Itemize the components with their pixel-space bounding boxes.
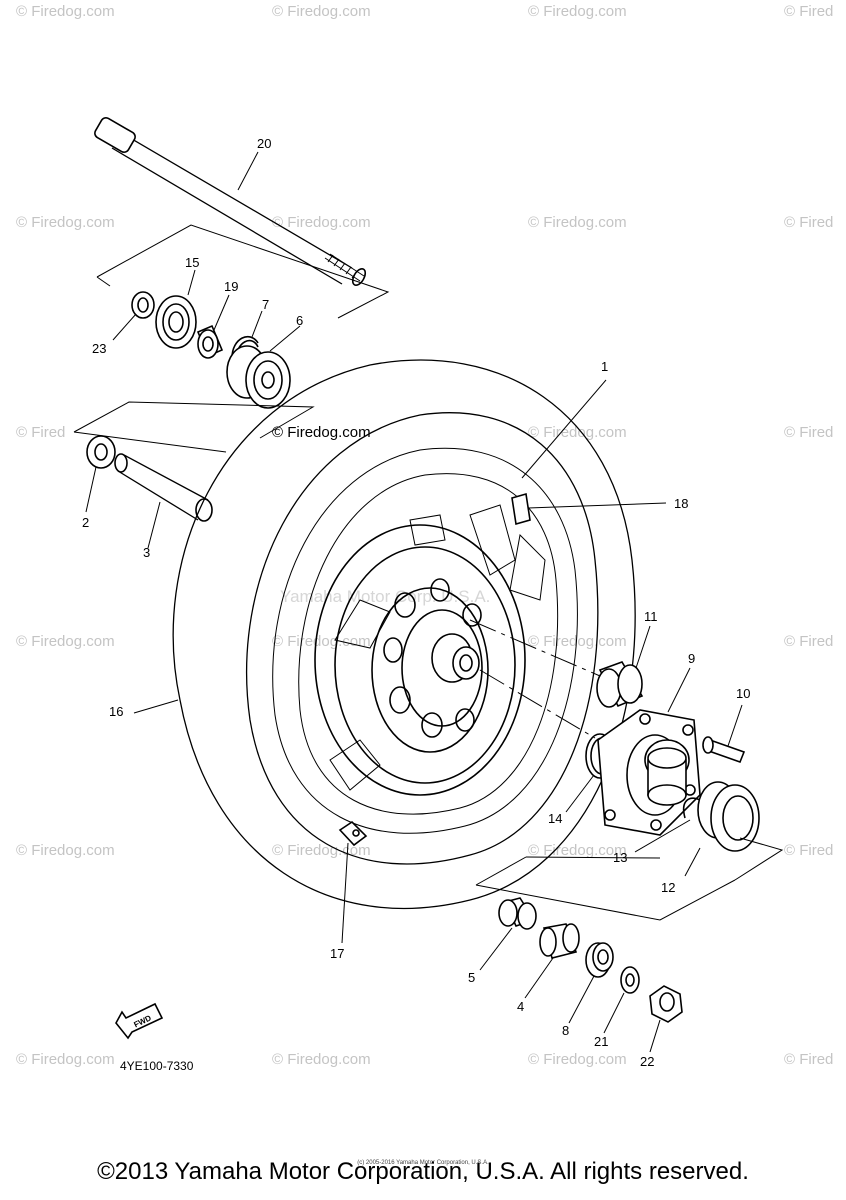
spacer-part-2 bbox=[85, 435, 116, 513]
callout-13: 13 bbox=[613, 850, 627, 865]
watermark: © Fired bbox=[784, 633, 833, 650]
callout-22: 22 bbox=[640, 1054, 654, 1069]
bolt-part-10 bbox=[702, 704, 746, 764]
watermark: © Firedog.com bbox=[528, 633, 627, 650]
nut-part-22 bbox=[649, 985, 683, 1053]
callout-6: 6 bbox=[296, 313, 303, 328]
copyright-footer: ©2013 Yamaha Motor Corporation, U.S.A. A… bbox=[97, 1158, 749, 1185]
watermark: © Firedog.com bbox=[528, 424, 627, 441]
watermark: © Firedog.com bbox=[528, 214, 627, 231]
collar-part-11 bbox=[596, 625, 651, 708]
callout-21: 21 bbox=[594, 1034, 608, 1049]
bracket-group-upper bbox=[96, 224, 390, 319]
watermark: © Fired bbox=[784, 3, 833, 20]
assembly-lines bbox=[469, 619, 601, 739]
watermark: © Firedog.com bbox=[16, 842, 115, 859]
callout-5: 5 bbox=[468, 970, 475, 985]
callout-14: 14 bbox=[548, 811, 562, 826]
washer-part-21 bbox=[603, 966, 640, 1034]
callout-4: 4 bbox=[517, 999, 524, 1014]
callout-3: 3 bbox=[143, 545, 150, 560]
watermark: © Fired bbox=[16, 424, 65, 441]
callout-15: 15 bbox=[185, 255, 199, 270]
watermark: © Fired bbox=[784, 842, 833, 859]
callout-7: 7 bbox=[262, 297, 269, 312]
callout-18: 18 bbox=[674, 496, 688, 511]
watermark: © Firedog.com bbox=[272, 842, 371, 859]
callout-23: 23 bbox=[92, 341, 106, 356]
callout-labels: 1 2 3 4 5 6 7 8 9 10 11 12 13 14 15 16 1… bbox=[82, 136, 750, 1069]
axle-part-20 bbox=[94, 117, 367, 286]
callout-12: 12 bbox=[661, 880, 675, 895]
sensor-part-17 bbox=[338, 820, 368, 944]
washer-part-23 bbox=[112, 291, 155, 341]
callout-19: 19 bbox=[224, 279, 238, 294]
seal-part-12 bbox=[634, 781, 760, 877]
callout-16: 16 bbox=[109, 704, 123, 719]
callout-9: 9 bbox=[688, 651, 695, 666]
watermark: © Firedog.com bbox=[528, 3, 627, 20]
watermark: © Firedog.com bbox=[528, 842, 627, 859]
watermark: © Firedog.com bbox=[272, 633, 371, 650]
valve-part-18 bbox=[511, 492, 667, 526]
spacer-part-4 bbox=[524, 923, 580, 999]
tiny-notice: (c) 2005-2016 Yamaha Motor Corporation, … bbox=[357, 1160, 489, 1166]
callout-8: 8 bbox=[562, 1023, 569, 1038]
callout-20: 20 bbox=[257, 136, 271, 151]
watermark: © Firedog.com bbox=[16, 633, 115, 650]
forward-arrow-icon: FWD bbox=[115, 1002, 164, 1040]
callout-1: 1 bbox=[601, 359, 608, 374]
collar-part-5 bbox=[479, 897, 537, 971]
callout-11: 11 bbox=[644, 609, 658, 624]
bearing-part-8 bbox=[568, 942, 614, 1024]
watermark: © Firedog.com bbox=[528, 1051, 627, 1068]
watermark: © Fired bbox=[784, 1051, 833, 1068]
disc-hub-part-9 bbox=[597, 667, 701, 836]
callout-10: 10 bbox=[736, 686, 750, 701]
bearing-part-6 bbox=[226, 325, 301, 409]
watermark: © Firedog.com bbox=[16, 1051, 115, 1068]
bracket-group-lower bbox=[475, 837, 784, 921]
watermark: © Firedog.com bbox=[272, 3, 371, 20]
tire-part-16 bbox=[133, 359, 636, 909]
watermark: © Firedog.com bbox=[272, 214, 371, 231]
watermark: © Firedog.com bbox=[272, 1051, 371, 1068]
callout-17: 17 bbox=[330, 946, 344, 961]
watermark: © Fired bbox=[784, 214, 833, 231]
watermark: © Firedog.com bbox=[16, 3, 115, 20]
wheel-rim-part-1 bbox=[314, 379, 607, 796]
collar-part-19 bbox=[196, 294, 230, 359]
watermark-grid: © Firedog.com © Firedog.com © Firedog.co… bbox=[16, 3, 833, 1068]
firedog-label: © Firedog.com bbox=[272, 424, 371, 441]
watermark: © Firedog.com bbox=[16, 214, 115, 231]
part-code: 4YE100-7330 bbox=[120, 1059, 194, 1073]
bearing-part-15 bbox=[155, 269, 197, 349]
tube-part-3 bbox=[114, 453, 213, 549]
watermark: © Fired bbox=[784, 424, 833, 441]
callout-2: 2 bbox=[82, 515, 89, 530]
